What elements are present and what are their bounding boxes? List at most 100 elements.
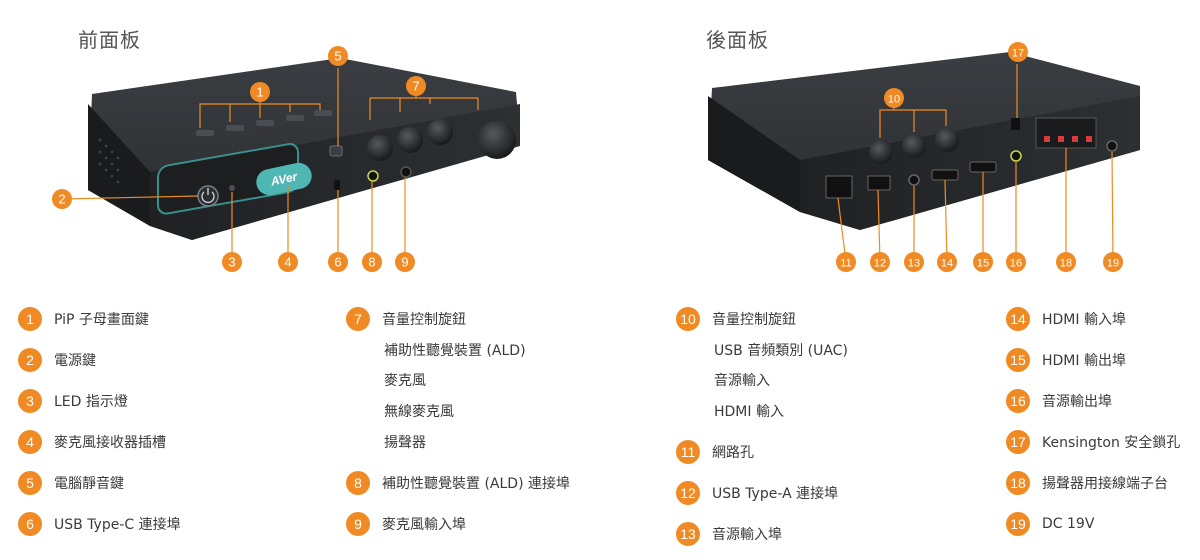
knob-ald (367, 135, 393, 161)
legend-label: HDMI 輸入 (714, 404, 784, 421)
callout-number: 14 (941, 258, 953, 270)
callout-number: 7 (412, 79, 419, 94)
knob-audio-in (902, 134, 926, 158)
number-badge: 14 (1006, 307, 1030, 332)
callout-4: 4 (278, 252, 298, 272)
callout-1: 1 (250, 82, 270, 102)
front-panel-title: 前面板 (78, 28, 141, 52)
number-badge: 5 (18, 471, 42, 496)
rear-panel-title: 後面板 (706, 28, 769, 52)
legend-subitem: HDMI 輸入 (676, 396, 848, 427)
speaker-terminal-block (1035, 117, 1097, 149)
callout-19: 19 (1103, 252, 1123, 272)
legend-item: 18 揚聲器用接線端子台 (1006, 468, 1180, 499)
callout-circle (870, 252, 890, 272)
callout-circle (937, 252, 957, 272)
callout-number: 13 (908, 258, 920, 270)
callout-circle (973, 252, 993, 272)
number-badge: 15 (1006, 348, 1030, 373)
callout-14: 14 (937, 252, 957, 272)
callout-number: 4 (284, 255, 291, 270)
knob-speaker (478, 121, 516, 159)
legend-label: 電源鍵 (54, 353, 96, 370)
callout-number: 12 (874, 258, 886, 270)
callout-17: 17 (1008, 42, 1028, 62)
legend-label: 音量控制旋鈕 (382, 312, 466, 329)
front-device: AVer (88, 58, 520, 240)
callout-11: 11 (836, 252, 856, 272)
callout-circle (362, 252, 382, 272)
callout-circle (904, 252, 924, 272)
legend-label: 揚聲器用接線端子台 (1042, 476, 1168, 493)
callout-circle (52, 189, 72, 209)
legend-label: 補助性聽覺裝置 (ALD) 連接埠 (382, 475, 570, 492)
callout-number: 6 (334, 255, 341, 270)
callout-number: 10 (888, 94, 900, 106)
legend-label: 音源輸入埠 (712, 527, 782, 544)
audio-out-port (1010, 150, 1022, 162)
legend-subitem: USB 音頻類別 (UAC) (676, 335, 848, 366)
mic-receiver-slot (256, 162, 312, 196)
usb-a-port (867, 175, 891, 191)
legend-label: HDMI 輸出埠 (1042, 353, 1126, 370)
callout-circle (395, 252, 415, 272)
number-badge: 1 (18, 307, 42, 332)
callout-7: 7 (406, 76, 426, 96)
knob-mic (397, 127, 423, 153)
callout-6: 6 (328, 252, 348, 272)
callout-number: 3 (228, 255, 235, 270)
legend-label: 無線麥克風 (384, 404, 454, 421)
number-badge: 17 (1006, 430, 1030, 455)
legend-subitem: 補助性聽覺裝置 (ALD) (346, 335, 570, 366)
number-badge: 18 (1006, 471, 1030, 496)
callout-number: 9 (401, 255, 408, 270)
legend-item: 15 HDMI 輸出埠 (1006, 345, 1180, 376)
legend-label: 麥克風輸入埠 (382, 516, 466, 533)
callout-circle (222, 252, 242, 272)
hdmi-out-port (969, 161, 997, 173)
aver-logo: AVer (269, 169, 300, 189)
device-diagram: AVer (52, 42, 1140, 272)
callout-5: 5 (328, 46, 348, 66)
callout-circle (836, 252, 856, 272)
legend-subitem: 無線麥克風 (346, 396, 570, 427)
legend-label: DC 19V (1042, 516, 1095, 533)
knob-uac (869, 140, 893, 164)
callout-13: 13 (904, 252, 924, 272)
callout-circle (250, 82, 270, 102)
callout-number: 19 (1107, 258, 1119, 270)
usb-c-port (334, 180, 340, 190)
callout-circle (1006, 252, 1026, 272)
callout-circle (1103, 252, 1123, 272)
callout-10: 10 (884, 88, 904, 108)
number-badge: 12 (676, 481, 700, 506)
legend-item: 2 電源鍵 (18, 345, 181, 376)
callout-3: 3 (222, 252, 242, 272)
number-badge: 2 (18, 348, 42, 373)
legend-label: 揚聲器 (384, 434, 426, 451)
legend-subitem: 麥克風 (346, 365, 570, 396)
legend-label: 音源輸入 (714, 373, 770, 390)
callout-circle (406, 76, 426, 96)
legend-label: 音源輸出埠 (1042, 394, 1112, 411)
legend-label: 麥克風 (384, 373, 426, 390)
knob-hdmi-in (935, 128, 959, 152)
callout-number: 5 (334, 49, 341, 64)
legend-label: PiP 子母畫面鍵 (54, 312, 149, 329)
callout-15: 15 (973, 252, 993, 272)
callout-2: 2 (52, 189, 72, 209)
